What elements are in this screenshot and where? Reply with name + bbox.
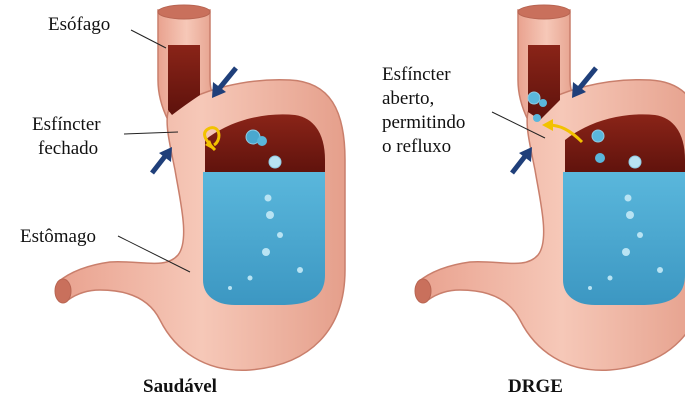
label-esophagus: Esófago [48, 14, 110, 36]
label-open-sphincter-4: o refluxo [382, 136, 451, 158]
label-open-sphincter-3: permitindo [382, 112, 465, 134]
label-stomach: Estômago [20, 226, 96, 248]
caption-gerd: DRGE [508, 376, 563, 398]
pressure-arrow-icon [152, 155, 166, 173]
label-closed-sphincter-1: Esfíncter [32, 114, 101, 136]
caption-healthy: Saudável [143, 376, 217, 398]
gerd-stomach-illustration [415, 5, 685, 370]
label-open-sphincter-2: aberto, [382, 88, 434, 110]
healthy-stomach-illustration [55, 5, 345, 370]
label-closed-sphincter-2: fechado [38, 138, 98, 160]
pressure-arrow-icon [512, 155, 526, 173]
label-open-sphincter-1: Esfíncter [382, 64, 451, 86]
